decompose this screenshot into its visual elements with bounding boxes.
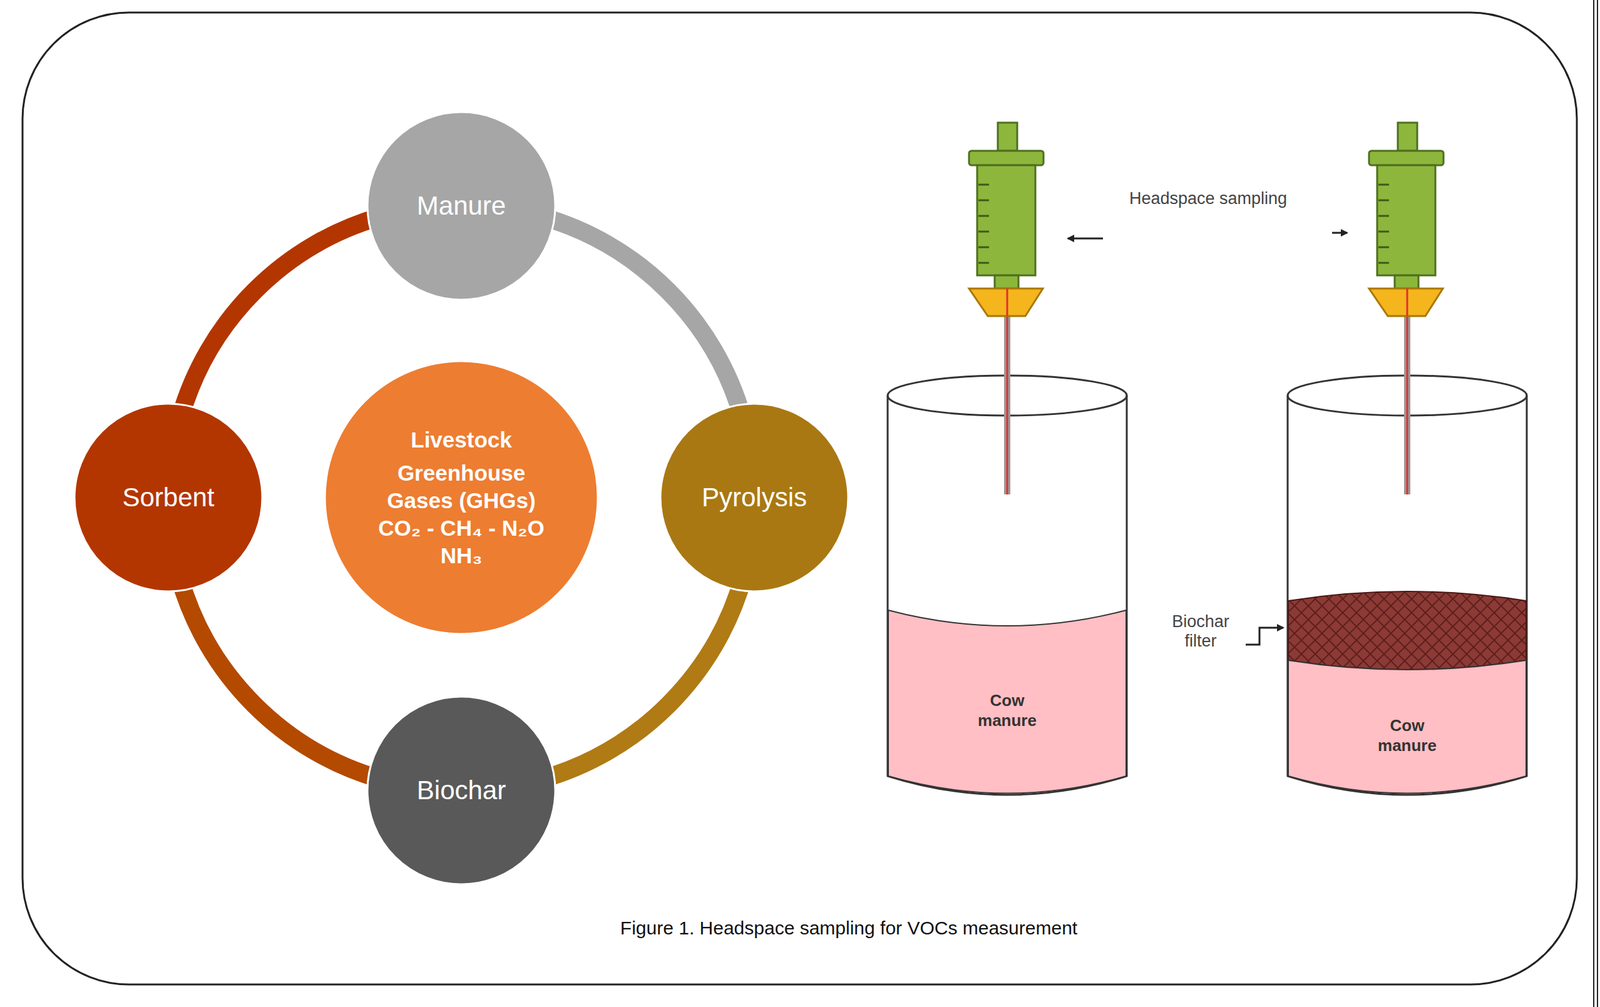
process-circle: Biochar: [366, 695, 557, 886]
node-text: Biochar: [416, 774, 506, 808]
center-circle: LivestockGreenhouse Gases (GHGs)CO₂ - CH…: [323, 359, 600, 636]
syringe: [1369, 122, 1444, 495]
cycle-arc: [541, 577, 744, 780]
filter-label: Biochar filter: [1158, 612, 1244, 652]
pointer-arrow: [1332, 232, 1348, 235]
manure-fill: Cow manure: [1288, 660, 1527, 792]
node-text: Sorbent: [122, 481, 215, 515]
cycle-arc: [180, 216, 382, 418]
node-text: CO₂ - CH₄ - N₂O: [378, 514, 545, 543]
process-circle: Manure: [366, 110, 557, 302]
process-circle: Sorbent: [73, 402, 264, 593]
node-text: Manure: [416, 189, 506, 223]
manure-fill: Cow manure: [888, 610, 1127, 792]
pointer-arrow: [1067, 237, 1103, 240]
leader-line: [1245, 627, 1284, 645]
node-text: Pyrolysis: [701, 481, 807, 515]
node-text: Cow manure: [1372, 715, 1442, 757]
cycle-arc: [179, 577, 382, 780]
node-text: Greenhouse Gases (GHGs): [367, 459, 556, 515]
sampling-label: Headspace sampling: [1089, 189, 1328, 209]
syringe: [969, 122, 1044, 495]
figure-caption: Figure 1. Headspace sampling for VOCs me…: [348, 917, 1350, 939]
cycle-arc: [541, 216, 743, 418]
node-text: Cow manure: [972, 690, 1042, 732]
node-text: NH₃: [440, 542, 483, 570]
biochar-filter: [1288, 591, 1527, 670]
process-circle: Pyrolysis: [659, 402, 850, 593]
node-text: Livestock: [410, 426, 512, 454]
